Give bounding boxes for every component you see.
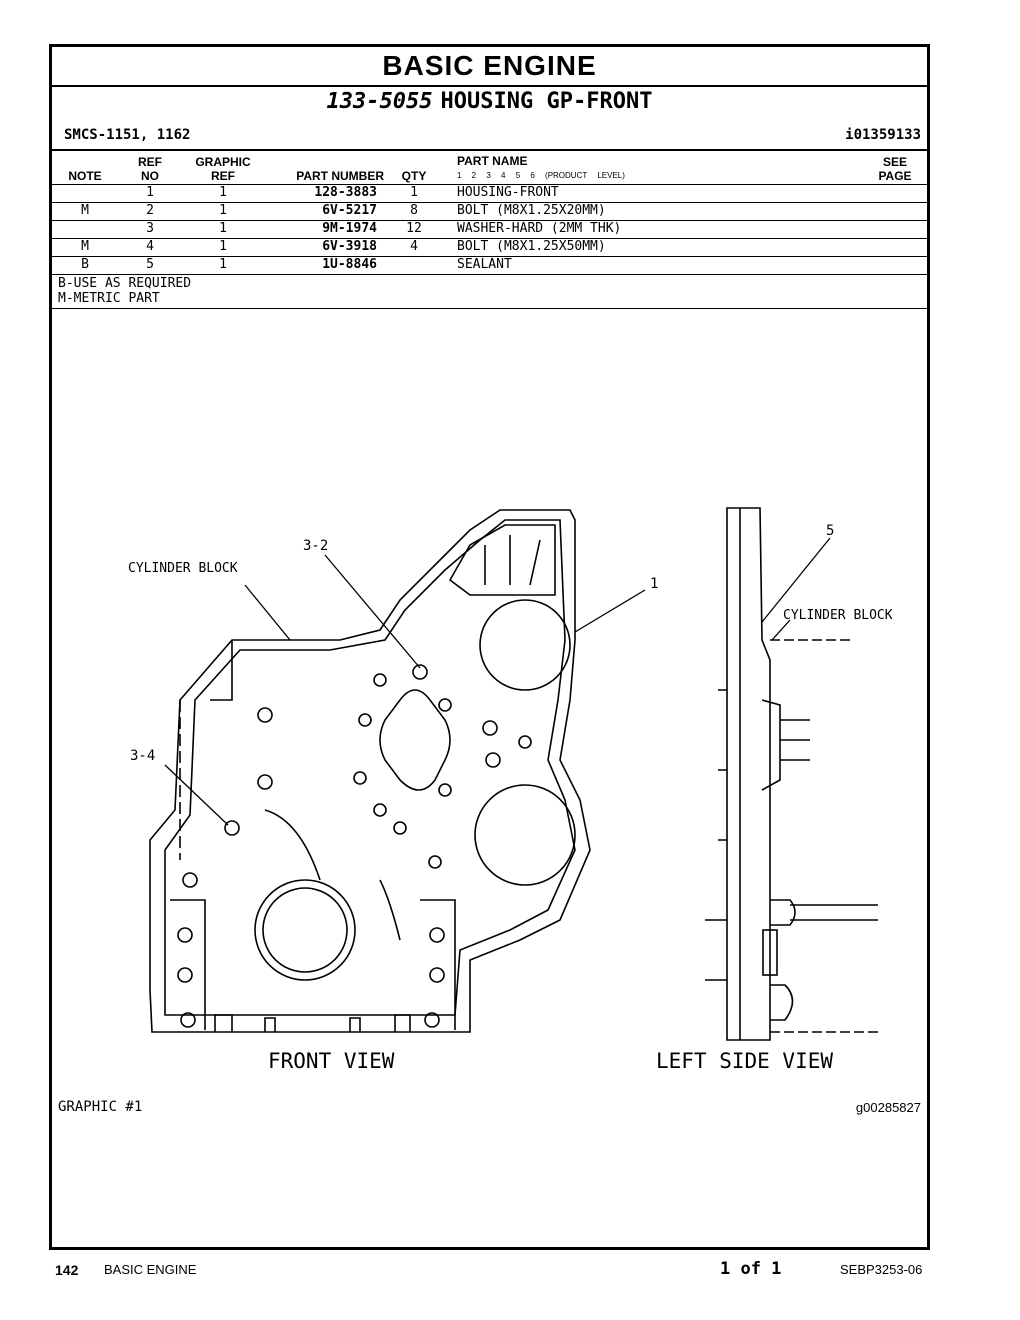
footer-page-number: 142: [55, 1262, 79, 1278]
row-part-name: BOLT (M8X1.25X50MM): [457, 239, 606, 254]
col-product-levels: 1 2 3 4 5 6 (PRODUCT LEVEL): [457, 171, 625, 180]
row-rule: [52, 238, 927, 239]
col-graphic-ref-bottom: REF: [211, 169, 235, 183]
footer-doc-number: SEBP3253-06: [840, 1262, 923, 1277]
row-ref-no: 1: [146, 185, 154, 200]
footer-page-of: 1 of 1: [720, 1259, 782, 1279]
group-name: HOUSING GP-FRONT: [440, 89, 653, 114]
group-title: 133-5055 HOUSING GP-FRONT: [52, 89, 927, 114]
title-bar: BASIC ENGINE: [52, 47, 927, 87]
row-part-name: WASHER-HARD (2MM THK): [457, 221, 622, 236]
col-see-page-bottom: PAGE: [878, 169, 912, 183]
row-qty: 8: [410, 203, 418, 218]
row-qty: 4: [410, 239, 418, 254]
row-part-name: HOUSING-FRONT: [457, 185, 559, 200]
col-note: NOTE: [68, 169, 102, 183]
row-part-number: 9M-1974: [322, 221, 377, 236]
row-qty: 1: [410, 185, 418, 200]
graphic-id: g00285827: [855, 1100, 921, 1115]
footer-section: BASIC ENGINE: [104, 1262, 197, 1277]
row-graphic-ref: 1: [219, 221, 227, 236]
row-rule: [52, 256, 927, 257]
col-see-page-top: SEE: [882, 155, 907, 169]
page-frame: BASIC ENGINE 133-5055 HOUSING GP-FRONT SM…: [49, 44, 930, 1250]
row-note: M: [81, 239, 89, 254]
row-note: M: [81, 203, 89, 218]
row-ref-no: 3: [146, 221, 154, 236]
legend-rule: [52, 308, 927, 309]
page-title: BASIC ENGINE: [382, 50, 597, 81]
row-part-name: SEALANT: [457, 257, 512, 272]
graphic-caption: GRAPHIC #1: [58, 1099, 143, 1115]
ident-code: i01359133: [845, 127, 921, 143]
row-ref-no: 5: [146, 257, 154, 272]
row-part-number: 128-3883: [314, 185, 377, 200]
row-rule: [52, 274, 927, 275]
row-part-number: 6V-3918: [322, 239, 377, 254]
row-graphic-ref: 1: [219, 185, 227, 200]
table-top-rule: [52, 149, 927, 151]
header-rule: [52, 184, 927, 185]
col-qty: QTY: [401, 169, 427, 183]
col-ref-no-top: REF: [138, 155, 162, 169]
row-rule: [52, 220, 927, 221]
row-ref-no: 4: [146, 239, 154, 254]
row-graphic-ref: 1: [219, 239, 227, 254]
col-part-name: PART NAME: [457, 154, 528, 168]
smcs-code: SMCS-1151, 1162: [64, 127, 191, 143]
group-number: 133-5055: [326, 89, 433, 114]
col-ref-no-bottom: NO: [141, 169, 159, 183]
legend-m: M-METRIC PART: [58, 291, 160, 306]
row-qty: 12: [406, 221, 422, 236]
col-part-number: PART NUMBER: [296, 169, 384, 183]
row-graphic-ref: 1: [219, 257, 227, 272]
row-note: B: [81, 257, 89, 272]
row-part-number: 1U-8846: [322, 257, 377, 272]
legend-b: B-USE AS REQUIRED: [58, 276, 192, 291]
row-part-number: 6V-5217: [322, 203, 377, 218]
row-ref-no: 2: [146, 203, 154, 218]
col-graphic-ref-top: GRAPHIC: [195, 155, 251, 169]
row-graphic-ref: 1: [219, 203, 227, 218]
row-part-name: BOLT (M8X1.25X20MM): [457, 203, 606, 218]
row-rule: [52, 202, 927, 203]
